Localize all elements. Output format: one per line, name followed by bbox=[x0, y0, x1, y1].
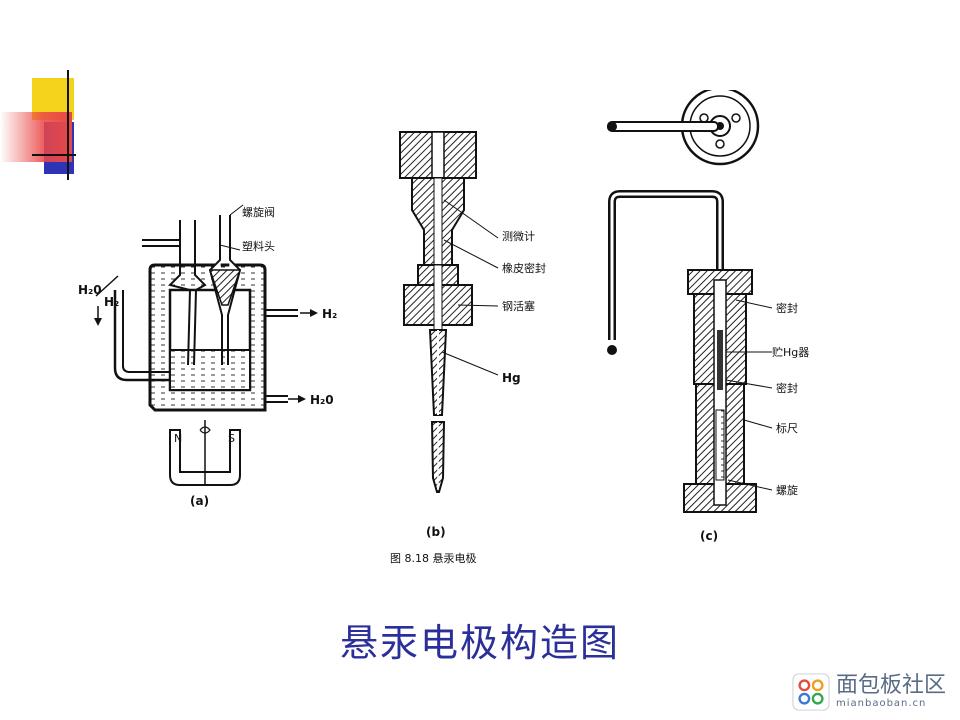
label-screw: 螺旋 bbox=[776, 483, 798, 497]
label-h2o-in: H₂0 bbox=[78, 283, 102, 297]
panel-b-id: (b) bbox=[426, 525, 446, 539]
figure-caption: 图 8.18 悬汞电极 bbox=[390, 551, 477, 565]
slide-title: 悬汞电极构造图 bbox=[339, 621, 620, 665]
label-micrometer: 测微计 bbox=[502, 229, 535, 243]
watermark-logo-icon bbox=[792, 673, 830, 711]
panel-a: 螺旋阀 塑料头 H₂0 H₂ H₂ H₂0 N S (a) bbox=[78, 204, 337, 508]
panel-a-id: (a) bbox=[190, 494, 209, 508]
deco-vertical-line bbox=[67, 70, 69, 180]
watermark-en: mianbaoban.cn bbox=[835, 698, 927, 709]
label-h2-in: H₂ bbox=[322, 307, 337, 321]
label-magnet-n: N bbox=[174, 432, 182, 445]
label-rubber-seal: 橡皮密封 bbox=[502, 261, 546, 275]
panel-b: 测微计 橡皮密封 钢活塞 Hg (b) bbox=[399, 131, 546, 539]
label-hg: Hg bbox=[502, 371, 521, 385]
label-steel-piston: 钢活塞 bbox=[502, 299, 535, 313]
panel-c: 密封 贮Hg器 密封 标尺 螺旋 (c) bbox=[607, 86, 809, 543]
label-seal-bottom: 密封 bbox=[776, 381, 798, 395]
label-hg-reservoir: 贮Hg器 bbox=[772, 346, 809, 359]
watermark: 面包板社区 mianbaoban.cn bbox=[792, 672, 946, 712]
panel-c-id: (c) bbox=[700, 529, 718, 543]
label-plastic-head: 塑料头 bbox=[242, 239, 275, 253]
label-screw-valve: 螺旋阀 bbox=[242, 205, 275, 219]
watermark-cn: 面包板社区 bbox=[835, 673, 946, 698]
label-seal-top: 密封 bbox=[776, 301, 798, 315]
deco-red-gradient bbox=[0, 112, 72, 162]
electrode-diagram: 螺旋阀 塑料头 H₂0 H₂ H₂ H₂0 N S (a) 测微计 橡皮密封 钢 bbox=[78, 86, 809, 565]
deco-horizontal-line bbox=[32, 154, 76, 156]
label-h2o-out: H₂0 bbox=[310, 393, 334, 407]
label-h2-out: H₂ bbox=[104, 295, 119, 309]
label-magnet-s: S bbox=[228, 432, 235, 445]
label-scale: 标尺 bbox=[776, 421, 798, 435]
slide-corner-decoration bbox=[0, 0, 110, 200]
electrode-figure: 螺旋阀 塑料头 H₂0 H₂ H₂ H₂0 N S (a) 测微计 橡皮密封 钢 bbox=[60, 86, 820, 580]
